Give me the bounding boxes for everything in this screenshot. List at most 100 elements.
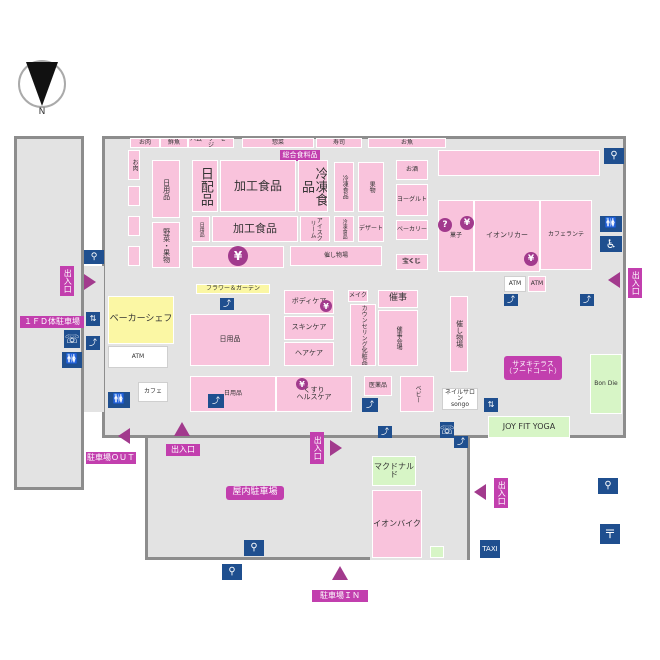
escalator-icon-lower-right: ⤴ xyxy=(454,436,468,448)
section-shohin: 医薬品 xyxy=(364,376,392,396)
section-meat: お肉 xyxy=(130,138,160,148)
section-left-strip3 xyxy=(128,246,140,266)
section-chomi: 冷凍食品 xyxy=(334,162,354,212)
escalator-icon-left: ⤴ xyxy=(86,336,100,350)
lottery-label: 宝くじ xyxy=(401,257,420,265)
section-kaijo: 催事会場 xyxy=(378,310,418,366)
entrance-bottom-right-arrow-icon xyxy=(474,484,486,500)
section-make: メイク xyxy=(348,290,368,302)
compass-label: N xyxy=(38,107,46,118)
tenant-bike: イオンバイク xyxy=(372,490,422,558)
bicycle-icon-left: ⚲ xyxy=(84,250,104,264)
section-kakou2: 加工食品 xyxy=(212,216,298,242)
section-saiji2: 催し物場 xyxy=(290,246,382,266)
section-kusuri: くすり ヘルスケア xyxy=(276,376,352,412)
tenant-food-stalls: Bon Die xyxy=(590,354,622,414)
postoffice-icon: 〒 xyxy=(600,524,620,544)
entrance-left-arrow-icon xyxy=(84,274,96,290)
section-fish: 鮮魚 xyxy=(160,138,188,148)
section-nichiyo-small: 日用品 xyxy=(192,216,210,242)
parking-out-arrow-icon xyxy=(118,428,130,444)
section-osake: お酒 xyxy=(396,160,428,180)
section-hair: ヘアケア xyxy=(284,342,334,366)
escalator-icon-flower: ⤴ xyxy=(220,298,234,310)
entrance-parking-in: 駐車場ＩＮ xyxy=(312,590,368,602)
wheelchair-icon-right: ♿ xyxy=(600,236,622,252)
escalator-icon-right: ⤴ xyxy=(580,294,594,306)
tenant-bakery: ベーカーシェフ xyxy=(108,296,174,344)
section-nichiyo3: 日用品 xyxy=(190,376,276,412)
tenant-lottery: 宝くじ xyxy=(396,254,428,270)
atm-yen-icon-kusuri: ¥ xyxy=(296,378,308,390)
tenant-liquor-area xyxy=(438,150,600,176)
label-indoor-parking: 屋内駐車場 xyxy=(226,486,284,500)
restroom-icon-lower-left: 🚻 xyxy=(108,392,130,408)
section-atm-area: ATM xyxy=(108,346,168,368)
tenant-mcd: マクドナルド xyxy=(372,456,416,486)
section-nichihai-col: 日用品 xyxy=(152,160,180,218)
phone-icon-left: ☏ xyxy=(64,330,80,348)
bicycle-icon-bottom: ⚲ xyxy=(244,540,264,556)
taxi-icon: TAXI xyxy=(480,540,500,558)
entrance-middle: 出入口 xyxy=(310,432,324,464)
tenant-cafe: カフェランテ xyxy=(540,200,592,270)
section-bakery-small: ベーカリー xyxy=(396,220,428,240)
small-kiosk: ATM xyxy=(504,276,526,292)
escalator-icon-liquor: ⤴ xyxy=(504,294,518,306)
section-counseling: カウンセリング化粧品 xyxy=(350,304,376,366)
section-kakou1: 加工食品 xyxy=(220,160,296,212)
section-kiosk: カフェ xyxy=(138,382,168,402)
parking-in-arrow-icon xyxy=(332,566,348,580)
parking-1f-label: １ＦＤ体駐車場 xyxy=(20,316,84,328)
escalator-icon-lower: ⤴ xyxy=(378,426,392,438)
tenant-flower: フラワー＆ガーデン xyxy=(196,284,270,294)
section-reitou: 冷凍食品 xyxy=(298,160,328,212)
entrance-bottom-right: 出入口 xyxy=(494,478,508,508)
section-sushi-top: 惣菜 xyxy=(242,138,314,148)
section-ice: アイスクリーム xyxy=(300,216,330,242)
section-ham: ハム・ソーセージ xyxy=(188,138,234,148)
elevator-icon-left: ⇅ xyxy=(86,312,100,326)
bicycle-icon-bottom-right: ⚲ xyxy=(598,478,618,494)
atm-yen-icon-liquor: ¥ xyxy=(460,216,474,230)
small-pink-kiosk: ATM xyxy=(528,276,546,292)
entrance-middle-arrow-icon xyxy=(330,440,342,456)
label-deli: 総合食料品 xyxy=(280,150,320,161)
tenant-nail: ネイルサロン songo xyxy=(442,388,478,410)
north-arrow-icon xyxy=(26,62,58,106)
section-kudamono: 果物 xyxy=(358,162,384,212)
section-meat-col: お肉 xyxy=(128,150,140,180)
atm-yen-icon-body: ¥ xyxy=(320,300,332,312)
parking-building-1f xyxy=(14,136,84,490)
section-sushi: 寿司 xyxy=(316,138,362,148)
section-skin: スキンケア xyxy=(284,316,334,340)
escalator-icon-center: ⤴ xyxy=(208,394,224,408)
atm-yen-icon-liquor2: ¥ xyxy=(524,252,538,266)
escalator-icon-middle: ⤴ xyxy=(362,398,378,412)
restroom-icon-right: 🚻 xyxy=(600,216,622,232)
entrance-bottom-left: 出入口 xyxy=(166,444,200,456)
entrance-right-arrow-icon xyxy=(608,272,620,288)
bicycle-icon-top-right: ⚲ xyxy=(604,148,624,164)
compass-circle xyxy=(18,60,66,108)
tenant-sanuki: サヌキテラス （フードコート） xyxy=(504,356,562,380)
section-osakana: お魚 xyxy=(368,138,446,148)
entrance-bottom-left-arrow-icon xyxy=(174,422,190,436)
section-dessert: デザート xyxy=(358,216,384,242)
section-baby: ベビー xyxy=(400,376,434,412)
tenant-joyfit: JOY FIT YOGA xyxy=(488,416,570,438)
section-yasai: 野菜・果物 xyxy=(152,222,180,268)
entrance-right: 出入口 xyxy=(628,268,642,298)
section-saiji: 催事 xyxy=(378,290,418,308)
section-nichiyo2: 日用品 xyxy=(190,314,270,366)
info-icon: ? xyxy=(438,218,452,232)
bicycle-icon-bottom-left: ⚲ xyxy=(222,564,242,580)
atm-yen-icon-center: ¥ xyxy=(228,246,248,266)
section-kashi: 菓子 xyxy=(438,200,474,272)
section-left-strip1 xyxy=(128,186,140,206)
entrance-left: 出入口 xyxy=(60,266,74,296)
phone-icon-lower: ☏ xyxy=(439,422,455,438)
section-bike-corner xyxy=(430,546,444,558)
section-frozen-small: 冷凍食品 xyxy=(334,216,354,242)
